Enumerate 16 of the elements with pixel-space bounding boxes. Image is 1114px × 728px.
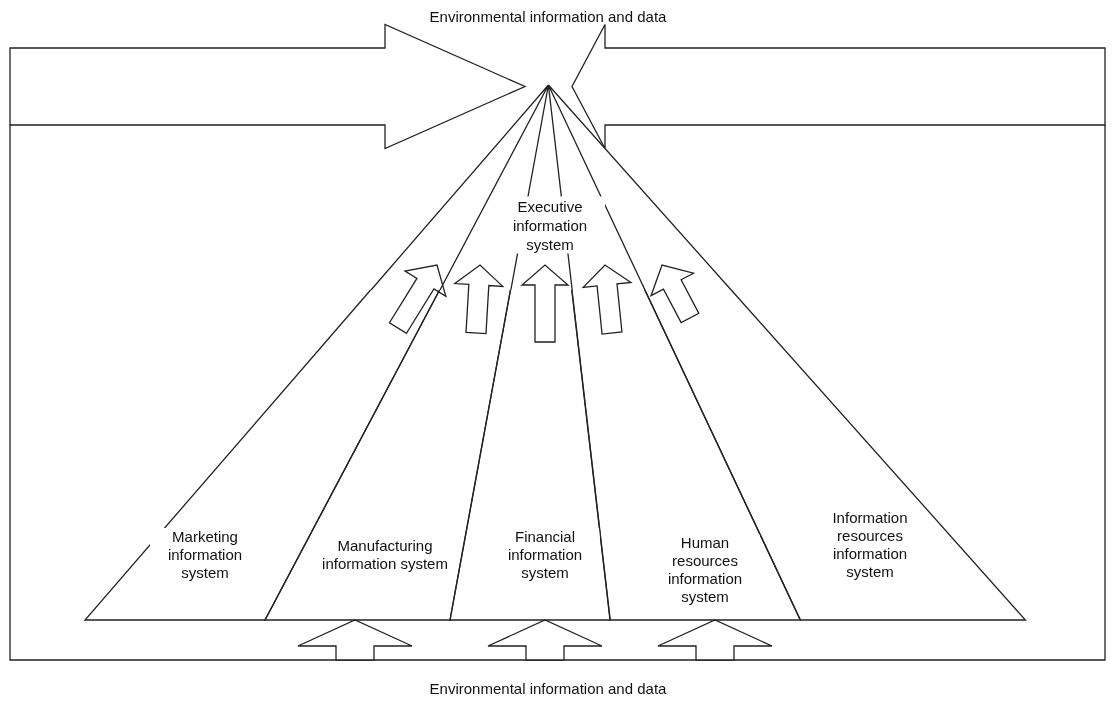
environment-label: Environmental information and data bbox=[429, 680, 667, 697]
block-arrow bbox=[657, 619, 773, 661]
block-arrow bbox=[571, 23, 1106, 150]
block-arrow bbox=[388, 264, 447, 335]
environment-label: Environmental information and data bbox=[429, 8, 667, 25]
wedge-segment bbox=[644, 290, 1025, 620]
block-arrow bbox=[581, 264, 633, 335]
block-arrow bbox=[453, 264, 505, 335]
executive-segment bbox=[370, 85, 731, 290]
system-label: Manufacturing information system bbox=[320, 537, 450, 573]
block-arrow bbox=[297, 619, 413, 661]
block-arrow bbox=[9, 23, 527, 150]
block-arrow bbox=[649, 264, 700, 324]
block-arrow bbox=[520, 264, 570, 343]
block-arrow bbox=[487, 619, 603, 661]
wedge-segment bbox=[450, 290, 610, 620]
